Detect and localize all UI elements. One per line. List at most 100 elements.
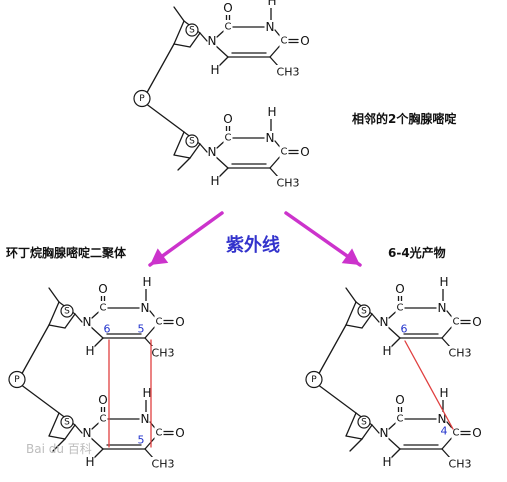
pp64-pos-4: 4 [441,425,448,438]
pp64-upper-sugar-bond [361,313,373,329]
monomer-lower-c2-mask [223,131,233,145]
monomer-lower-sugar-bond [173,154,191,159]
cpd-lower-n1-mask [82,426,92,440]
pp64-upper-c2: C [397,303,404,314]
cpd-lower-h3: H [142,386,151,400]
pp64-lower-sugar-bond [345,412,357,437]
cpd-lower-sugar-s-ring [60,415,74,429]
pp64-lower-ring-bond [387,437,401,450]
monomer-upper-n1: N [208,34,217,48]
pp64-lower-o4: O [472,426,481,440]
pp64-lower-n3-mask [437,412,447,426]
pp64-lower-ch3: CH3 [449,458,472,471]
pp64-upper-o2: O [395,282,404,296]
pp64-upper-n3-mask [437,301,447,315]
pp64-pos-6: 6 [401,323,408,336]
cpd-upper-sugar-bond [64,313,76,329]
uv-arrow-right-head [341,248,360,265]
monomer-lower-sugar-bond [173,131,185,156]
cpd-upper-ch3-mask [151,346,175,360]
monomer-upper-ch-bond [218,56,229,67]
pp64-upper-n1-mask [379,315,389,329]
pp64-upper-c2-mask [395,301,405,315]
monomer-upper-c4: C [281,36,288,47]
cpd-lower-h6-mask [85,455,95,469]
pp64-lower-n1: N [380,426,389,440]
cpd-lower-n3: N [141,412,150,426]
cpd-upper-n3-mask [140,301,150,315]
cpd-lower-3prime-bond [52,438,66,452]
pp64-upper-h6: H [382,344,391,358]
pp64-crosslink-bond [404,340,454,430]
pp64-backbone [318,384,357,414]
cpd-upper-n1-mask [82,315,92,329]
cpd-upper-c2: C [100,303,107,314]
monomer-lower-sugar-s-ring [185,134,199,148]
pp64-upper-o4: O [472,315,481,329]
monomer-phosphate-ring [133,89,151,108]
monomer-lower-h3-mask [267,105,277,119]
cpd-upper-h6: H [85,344,94,358]
monomer-upper-h3: H [267,0,276,8]
monomer-lower-n1: N [208,145,217,159]
cpd-lower-c2-mask [98,412,108,426]
pp64-upper-ch3-mask [448,346,472,360]
cpd-lower-h6: H [85,455,94,469]
cpd-phosphate: P [14,375,20,385]
monomer-upper-n3: N [266,20,275,34]
cpd-lower-sugar-bond [64,424,76,440]
monomer-upper-5prime-bond [173,6,185,22]
pp64-lower-c4: C [453,428,460,439]
monomer-lower-ch3-mask [276,176,300,190]
monomer-lower-n1-mask [207,145,217,159]
pp64-upper-o4-mask [472,315,482,329]
pp64-upper-h3: H [439,275,448,289]
monomer-upper-o4: O [300,34,309,48]
monomer-upper-n1-mask [207,34,217,48]
pp64-lower-3prime-bond [349,438,363,452]
pp64-upper-ch3: CH3 [449,347,472,360]
baidu-watermark: Bai du 百科 [26,442,92,456]
monomer-upper-sugar-bond [189,32,201,48]
cpd-phosphate-ring [8,370,26,389]
monomer-upper-o2: O [223,1,232,15]
cpd-upper-h3-mask [142,275,152,289]
cpd-lower-sugar-s: S [64,418,70,428]
cpd-backbone [21,384,60,414]
monomer-upper-ch3-mask [276,65,300,79]
monomer-lower-glycosidic-bond [199,143,208,153]
pp64-lower-n1-mask [379,426,389,440]
cpd-upper-h6-mask [85,344,95,358]
pp64-upper-h3-mask [439,275,449,289]
pp64-upper-5prime-bond [345,287,357,303]
monomer-upper-c4-mask [279,34,289,48]
monomer-upper-c2: C [225,22,232,33]
monomer-upper-sugar-bond [173,20,185,45]
pp64-lower-h6-mask [382,455,392,469]
monomer-lower-c4-mask [279,145,289,159]
pp64-lower-ch3-mask [448,457,472,471]
cpd-upper-n1: N [83,315,92,329]
cpd-lower-ch3: CH3 [152,458,175,471]
pp64-lower-o2-mask [395,393,405,407]
cpd-lower-c4: C [156,428,163,439]
monomer-lower-h6-mask [210,174,220,188]
pp64-upper-n1: N [380,315,389,329]
monomer-upper-h3-mask [267,0,277,8]
monomer-upper-c2-mask [223,20,233,34]
monomer-upper-h6: H [210,63,219,77]
monomer-lower-o4: O [300,145,309,159]
cpd-upper-sugar-bond [48,301,60,326]
cpd-upper-sugar-bond [48,324,66,329]
monomer-upper-sugar-bond [173,43,191,48]
monomer-lower-sugar-s: S [189,137,195,147]
monomer-upper-sugar-s-ring [185,23,199,37]
pp64-lower-n3: N [438,412,447,426]
pp64-upper-n3: N [438,301,447,315]
monomer-lower-sugar-bond [189,143,201,159]
cpd-upper-sugar-s: S [64,307,70,317]
monomer-lower-n3: N [266,131,275,145]
cpd-pos-5-lower: 5 [138,434,145,447]
cpd-upper-c4: C [156,317,163,328]
pp64-lower-ch-bond [390,448,401,459]
